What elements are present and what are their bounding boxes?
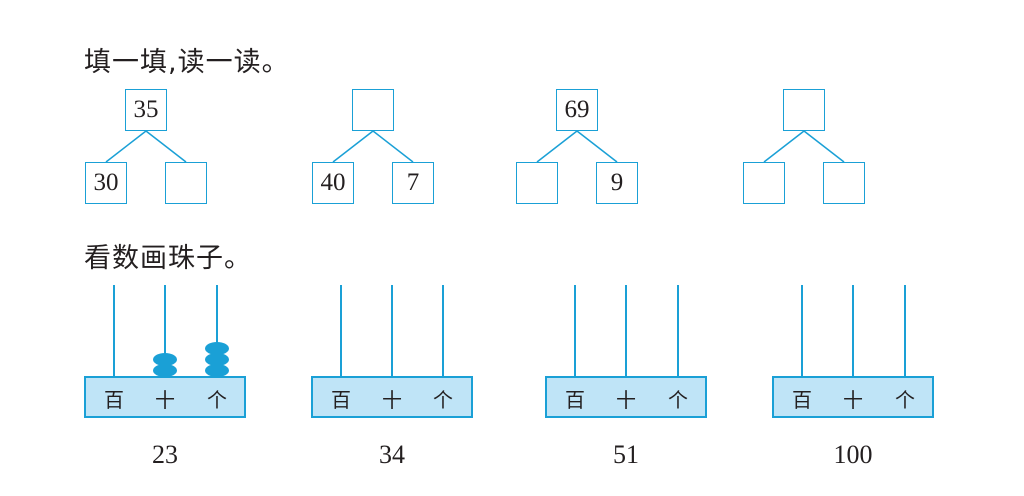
abacus-4-hundreds-label: 百 (792, 388, 812, 412)
abacus-1-tens-bead[interactable] (153, 364, 177, 377)
tree-3-top-box: 69 (556, 89, 598, 131)
abacus-1-hundreds-rod[interactable] (113, 285, 115, 377)
abacus-2-tens-rod[interactable] (391, 285, 393, 377)
abacus-3-hundreds-label: 百 (565, 388, 585, 412)
abacus-3-hundreds-rod[interactable] (574, 285, 576, 377)
abacus-3-tens-rod[interactable] (625, 285, 627, 377)
abacus-4-tens-label: 十 (843, 388, 863, 412)
abacus-1-ones-label: 个 (207, 388, 227, 412)
tree-1-right-box[interactable] (165, 162, 207, 204)
tree-4-top-box[interactable] (783, 89, 825, 131)
abacus-2-hundreds-rod[interactable] (340, 285, 342, 377)
tree-2-top-box[interactable] (352, 89, 394, 131)
abacus-1-ones-rod[interactable] (216, 285, 218, 377)
abacus-1-tens-rod[interactable] (164, 285, 166, 377)
abacus-4-frame (772, 376, 934, 418)
abacus-2-hundreds-label: 百 (331, 388, 351, 412)
tree-3-right-box: 9 (596, 162, 638, 204)
abacus-1-ones-bead[interactable] (205, 364, 229, 377)
abacus-1-ones-bead[interactable] (205, 342, 229, 355)
abacus-3-tens-label: 十 (616, 388, 636, 412)
abacus-3-number: 51 (613, 440, 639, 469)
abacus-2-tens-label: 十 (382, 388, 402, 412)
abacus-1-hundreds-label: 百 (104, 388, 124, 412)
abacus-3-ones-rod[interactable] (677, 285, 679, 377)
abacus-4-ones-label: 个 (895, 388, 915, 412)
abacus-2-number: 34 (379, 440, 405, 469)
abacus-4-hundreds-rod[interactable] (801, 285, 803, 377)
tree-4-left-box[interactable] (743, 162, 785, 204)
abacus-2-frame (311, 376, 473, 418)
fill-and-read-heading: 填一填,读一读。 (84, 47, 290, 78)
tree-4-right-box[interactable] (823, 162, 865, 204)
tree-1-left-box: 30 (85, 162, 127, 204)
abacus-3-ones-label: 个 (668, 388, 688, 412)
abacus-1-tens-bead[interactable] (153, 353, 177, 366)
abacus-1-tens-label: 十 (155, 388, 175, 412)
abacus-1-number: 23 (152, 440, 178, 469)
tree-3-left-box[interactable] (516, 162, 558, 204)
tree-1-top-box: 35 (125, 89, 167, 131)
tree-2-right-box: 7 (392, 162, 434, 204)
abacus-4-number: 100 (833, 440, 873, 469)
abacus-1-ones-bead[interactable] (205, 353, 229, 366)
abacus-2-ones-rod[interactable] (442, 285, 444, 377)
tree-2-left-box: 40 (312, 162, 354, 204)
abacus-3-frame (545, 376, 707, 418)
abacus-1-frame (84, 376, 246, 418)
abacus-2-ones-label: 个 (433, 388, 453, 412)
abacus-4-tens-rod[interactable] (852, 285, 854, 377)
abacus-4-ones-rod[interactable] (904, 285, 906, 377)
draw-beads-heading: 看数画珠子。 (84, 243, 252, 274)
